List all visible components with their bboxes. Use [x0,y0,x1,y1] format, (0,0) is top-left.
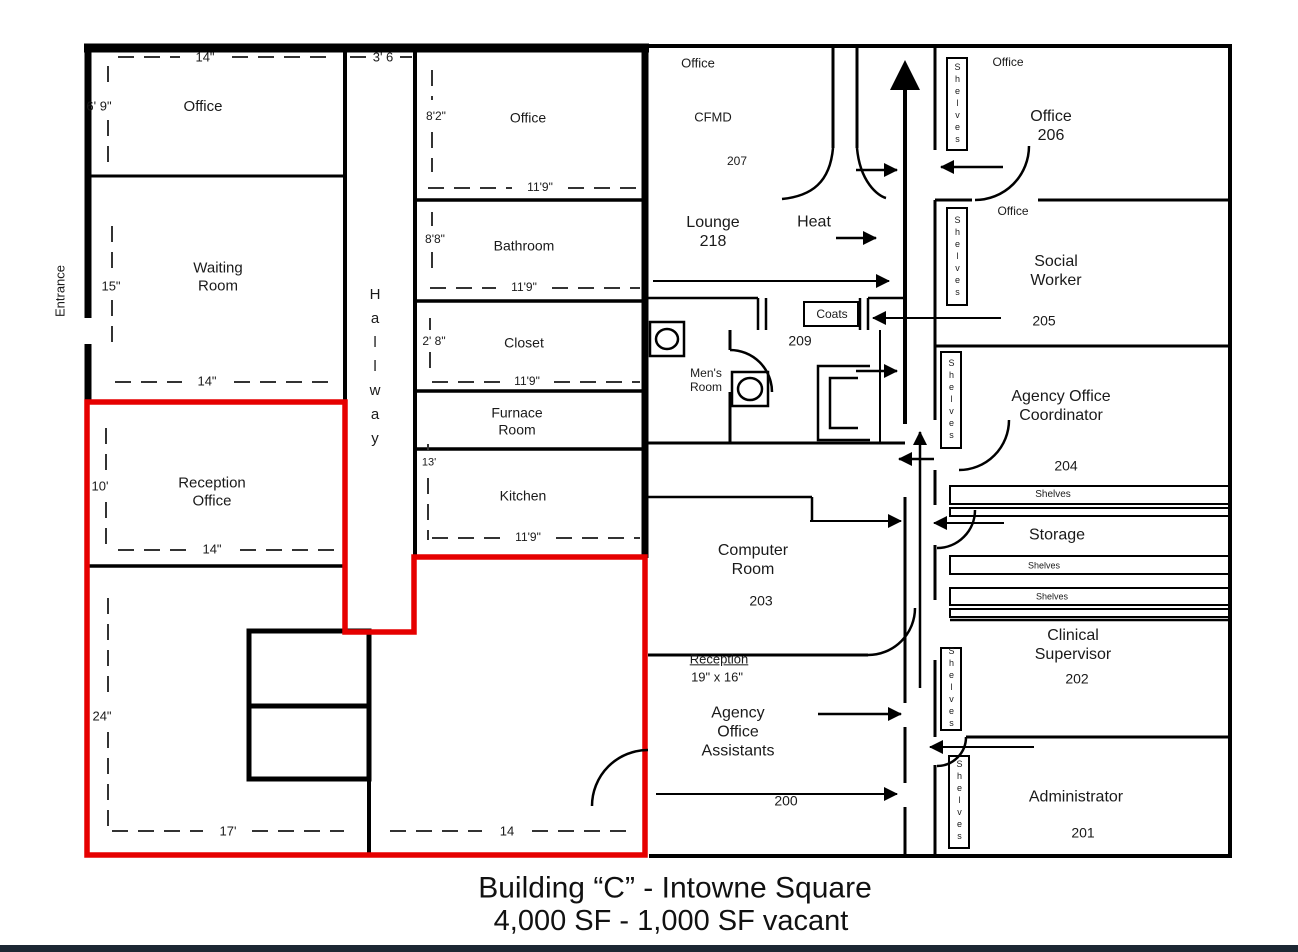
shelf-units [940,57,1231,849]
shelves-label-h3: Shelves [1035,591,1069,602]
dim-office-nw-width: 14" [195,49,215,65]
label-reception-size: 19" x 16" [691,669,743,685]
room-furnace: Furnace Room [491,404,543,437]
room-office-ne: Office [509,109,547,126]
room-storage: Storage [1028,526,1086,544]
dim-lower-height: 24" [92,708,112,724]
room-number-203: 203 [749,592,773,609]
shelves-label-4: Shelves [946,646,957,730]
shelves-label-h2: Shelves [1027,560,1061,571]
room-mens-room: Men's Room [689,365,723,394]
room-clinical-supervisor: Clinical Supervisor [1034,627,1112,663]
dim-kitchen-height: 13' [421,456,437,469]
room-number-202: 202 [1065,670,1089,687]
room-number-207: 207 [726,153,748,168]
dim-office-ne-height: 8'2" [426,108,446,123]
label-reception: Reception [689,651,749,667]
entrance-label: Entrance [52,264,68,318]
dim-bathroom-width: 11'9" [511,279,537,294]
shelves-label-5: Shelves [954,759,965,843]
dim-hallway-width: 3' 6 [372,49,394,65]
dim-bathroom-height: 8'8" [425,231,445,246]
hallway-label: Hallway [366,286,384,454]
bottom-edge-bar [0,945,1298,952]
restroom-fixtures [648,320,870,442]
shelves-label-3: Shelves [946,358,957,442]
dim-reception-width: 14" [202,541,222,557]
circulation-arrows [653,60,1034,801]
room-waiting-room: Waiting Room [193,259,243,294]
label-cfmd: CFMD [694,109,732,125]
dim-office-ne-width: 11'9" [527,179,553,194]
room-social-worker: Social Worker [1030,253,1082,289]
vacant-area-outline [84,399,648,858]
shelves-label-h1: Shelves [1035,489,1071,501]
room-agency-office-assistants: Agency Office Assistants [701,704,775,760]
dim-waiting-width: 14" [197,373,217,389]
room-office-nw: Office [183,98,223,116]
building-subtitle: 4,000 SF - 1,000 SF vacant [493,904,849,937]
door-arcs [590,145,1031,807]
room-administrator: Administrator [1028,788,1124,806]
room-lounge-218: Lounge 218 [686,214,740,250]
label-office-top-right: Office [992,54,1024,69]
dim-reception-height: 10' [91,478,109,494]
dim-kitchen-width: 11'9" [515,529,541,544]
room-number-205: 205 [1032,312,1056,329]
room-reception-office: Reception Office [178,474,246,509]
dimension-lines [105,56,640,832]
label-office-205-small: Office [997,203,1029,218]
dim-waiting-height: 15" [101,278,121,294]
room-number-201: 201 [1071,824,1095,841]
dim-closet-width: 11'9" [514,373,540,388]
room-closet: Closet [504,334,544,351]
dim-closet-height: 2' 8" [422,333,446,348]
dim-lower-width-right: 14 [499,823,515,839]
dim-lower-width-left: 17' [219,823,237,839]
building-title: Building “C” - Intowne Square [478,871,872,905]
label-coats: Coats [816,306,848,321]
room-kitchen: Kitchen [499,487,547,504]
room-computer-room: Computer Room [717,542,789,578]
room-bathroom: Bathroom [493,237,555,254]
label-heat: Heat [797,213,831,231]
room-number-200: 200 [774,792,798,809]
shelves-label-2: Shelves [952,215,963,299]
room-number-204: 204 [1054,457,1078,474]
room-office-206: Office 206 [1030,108,1072,144]
left-wing-walls [84,43,649,855]
room-agency-office-coordinator: Agency Office Coordinator [1011,388,1111,424]
label-office-top-left: Office [681,55,715,71]
shelves-label-1: Shelves [952,62,963,146]
right-wing-walls [648,44,1232,858]
dim-office-nw-height: 6' 9" [86,98,112,114]
room-number-209: 209 [788,332,812,349]
